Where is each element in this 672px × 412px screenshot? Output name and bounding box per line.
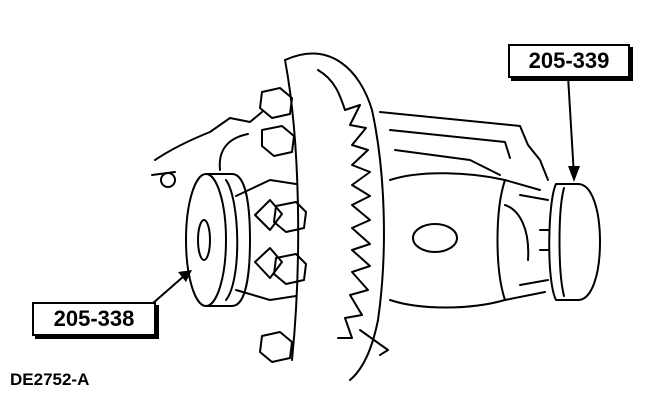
differential-case	[235, 172, 557, 309]
leader-left	[151, 275, 185, 305]
carrier-housing	[151, 111, 549, 188]
arrowhead-right	[568, 166, 580, 182]
callout-205-339: 205-339	[508, 44, 630, 78]
bolt-2	[261, 125, 295, 157]
leader-lines	[151, 75, 580, 305]
left-adapter-tool	[185, 173, 251, 307]
leader-right	[567, 75, 575, 177]
callout-205-338: 205-338	[32, 302, 156, 336]
right-adapter-tool	[548, 183, 601, 301]
bolt-1	[259, 87, 293, 119]
figure-id-label: DE2752-A	[10, 370, 90, 389]
bolt-5	[259, 331, 293, 363]
ring-gear-bolts	[259, 87, 307, 363]
bolt-3	[273, 201, 307, 233]
ring-gear	[284, 52, 389, 381]
arrowhead-left	[178, 270, 192, 282]
